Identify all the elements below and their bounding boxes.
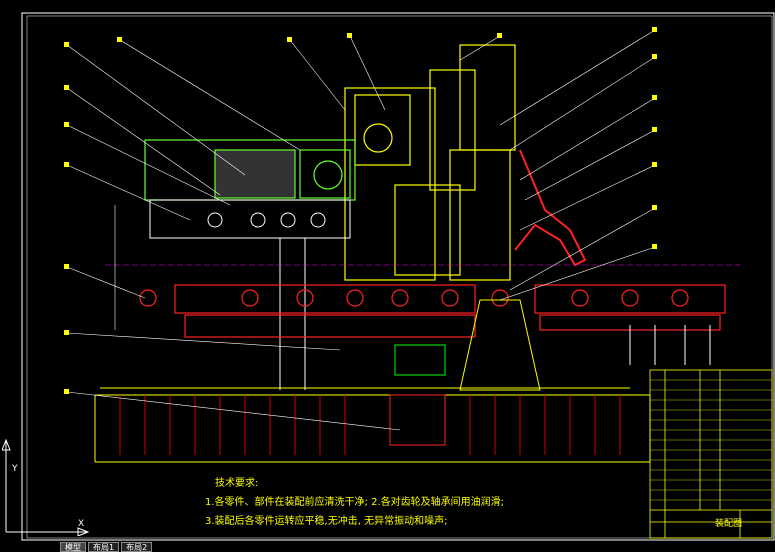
title-block bbox=[649, 369, 773, 539]
gearbox-frame bbox=[149, 199, 351, 390]
foundation-piles bbox=[119, 395, 621, 455]
tab-model[interactable]: 模型 bbox=[60, 542, 86, 552]
note-line-2: 3.装配后各零件运转应平稳,无冲击, 无异常振动和噪声; bbox=[205, 516, 448, 527]
foundation bbox=[94, 387, 651, 463]
parts-list-rows bbox=[650, 379, 772, 501]
ucs-icon: Y X bbox=[2, 438, 90, 536]
roller-table bbox=[139, 284, 726, 338]
title-block-label: 装配图 bbox=[715, 519, 743, 529]
right-supports bbox=[629, 325, 711, 365]
drawing-border bbox=[21, 12, 775, 541]
layout-tabs: 模型 布局1 布局2 bbox=[60, 542, 153, 552]
callout-leaders bbox=[66, 29, 656, 431]
tab-layout-2[interactable]: 布局2 bbox=[121, 542, 153, 552]
manipulator-arm bbox=[514, 149, 587, 267]
axis-y-label: Y bbox=[11, 464, 18, 474]
note-line-1: 1.各零件、部件在装配前应清洗干净; 2.各对齿轮及轴承间用油润滑; bbox=[205, 497, 504, 508]
notes-title: 技术要求: bbox=[215, 478, 259, 489]
drawing-inner-border bbox=[26, 15, 773, 539]
motor-assembly bbox=[144, 139, 356, 201]
callout-markers bbox=[64, 27, 657, 394]
main-housing bbox=[344, 44, 516, 281]
tab-layout-1[interactable]: 布局1 bbox=[88, 542, 120, 552]
center-chute bbox=[389, 299, 541, 446]
axis-x-label: X bbox=[78, 519, 84, 529]
